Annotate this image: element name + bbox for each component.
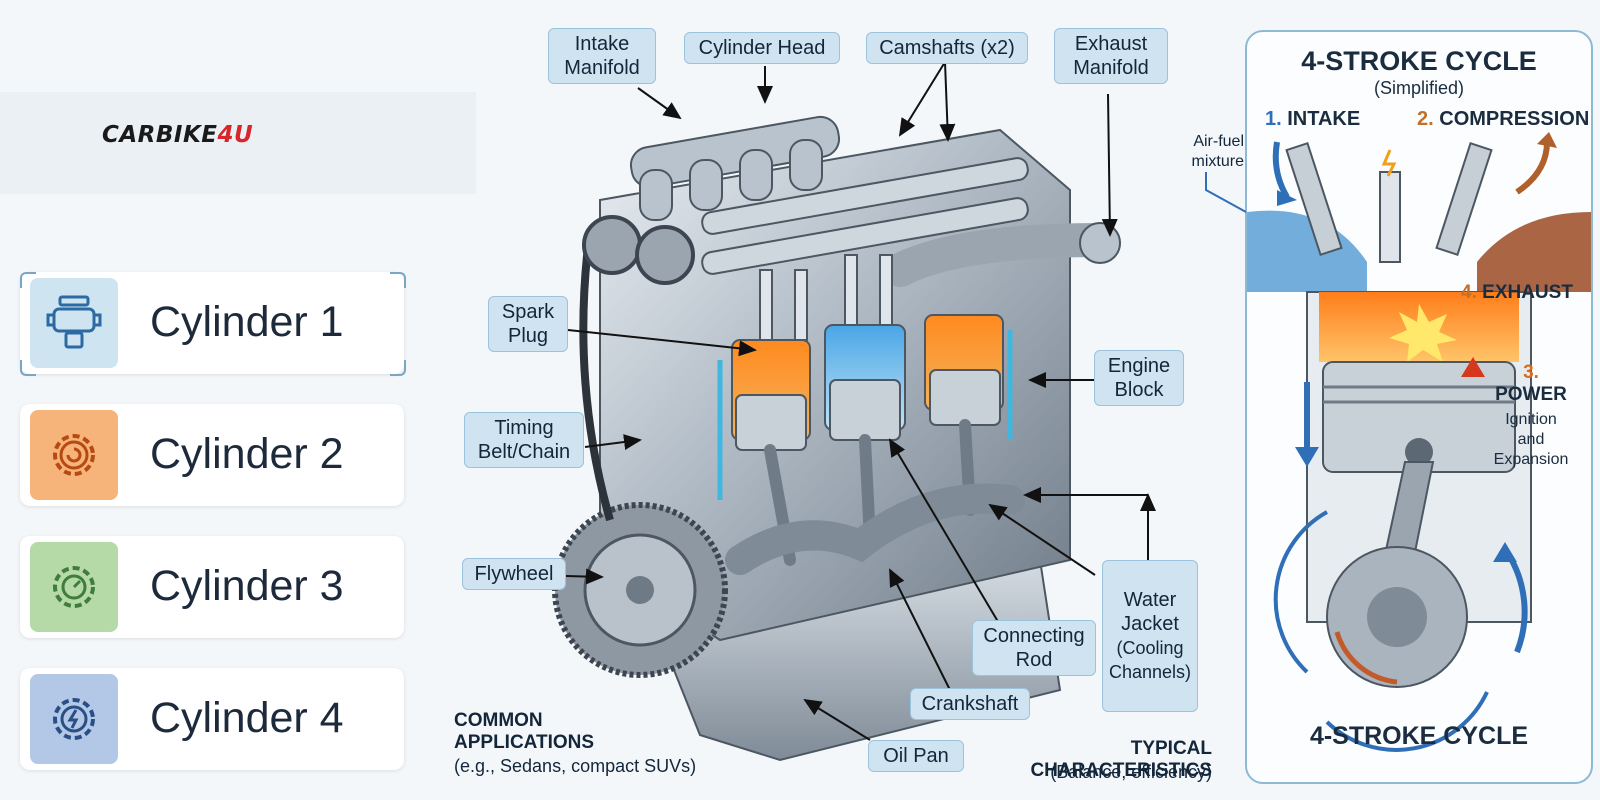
cylinder-card-1[interactable]: Cylinder 1 (20, 272, 404, 374)
logo-accent-text: 4U (217, 122, 254, 148)
timing-belt-shape (579, 229, 614, 522)
cylinder-card-3[interactable]: Cylinder 3 (20, 536, 404, 638)
power-number: 3. (1523, 362, 1539, 383)
air-fuel-label: Air-fuel mixture (1191, 133, 1244, 170)
exhaust-manifold-tag: Exhaust Manifold (1054, 28, 1168, 84)
intake-text: INTAKE (1287, 108, 1361, 130)
crankshaft-shape (725, 483, 1025, 575)
cylinder-card-4[interactable]: Cylinder 4 (20, 668, 404, 770)
card-corner (390, 272, 406, 288)
compression-text: COMPRESSION (1439, 108, 1590, 130)
water-jacket-subtitle: (Cooling Channels) (1109, 638, 1192, 682)
card-corner (20, 272, 36, 288)
intake-manifold-shape (629, 115, 841, 221)
flywheel-tag: Flywheel (462, 558, 566, 590)
camshafts-tag: Camshafts (x2) (866, 32, 1028, 64)
cylinder-4-icon-tile (30, 674, 118, 764)
applications-subtitle: (e.g., Sedans, compact SUVs) (454, 756, 697, 776)
stroke-panel-title: 4-STROKE CYCLE (1301, 46, 1537, 76)
power-stroke-sub: Ignition and Expansion (1493, 411, 1569, 468)
camshafts-shape (701, 157, 1029, 275)
stroke-panel-footer: 4-STROKE CYCLE (1309, 722, 1529, 750)
brand-logo[interactable]: CARBIKE4U (102, 122, 253, 148)
card-corner (390, 360, 406, 376)
characteristics-title: TYPICAL CHARACTERISTICS (1030, 738, 1212, 781)
cylinder-3-icon-tile (30, 542, 118, 632)
cylinder-1-label: Cylinder 1 (150, 298, 344, 346)
gear-icon (53, 566, 95, 608)
cylinder-head-tag: Cylinder Head (684, 32, 840, 64)
air-fuel-leader-line (1205, 172, 1247, 213)
compression-stroke-label: 2. COMPRESSION (1417, 108, 1589, 131)
spark-plug-tag: Spark Plug (488, 296, 568, 352)
intake-number: 1. (1265, 108, 1282, 130)
logo-main-text: CARBIKE (102, 122, 218, 148)
applications-title: COMMON APPLICATIONS (454, 710, 595, 753)
water-jacket-title: Water Jacket (1121, 589, 1179, 635)
connecting-rod-tag: Connecting Rod (972, 620, 1096, 676)
exhaust-stroke-label: 4. EXHAUST (1461, 282, 1573, 304)
cylinder-1-icon-tile (30, 278, 118, 368)
engine-icon (46, 295, 102, 349)
cylinder-3-label: Cylinder 3 (150, 562, 344, 610)
exhaust-number: 4. (1461, 282, 1477, 303)
cylinder-card-2[interactable]: Cylinder 2 (20, 404, 404, 506)
card-corner (20, 360, 36, 376)
oil-pan-tag: Oil Pan (868, 740, 964, 772)
engine-block-tag: Engine Block (1094, 350, 1184, 406)
gear-icon (53, 434, 95, 476)
cylinder-4-label: Cylinder 4 (150, 694, 344, 742)
power-text: POWER (1495, 384, 1567, 405)
cylinder-2-icon-tile (30, 410, 118, 500)
four-stroke-panel: 4-STROKE CYCLE (Simplified) 1. INTAKE 2.… (1245, 30, 1593, 784)
four-stroke-illustration (1247, 132, 1591, 752)
characteristics-subtitle: (Balance, efficiency) (1050, 762, 1212, 782)
intake-manifold-tag: Intake Manifold (548, 28, 656, 84)
gear-icon (53, 698, 95, 740)
crankshaft-tag: Crankshaft (910, 688, 1030, 720)
timing-belt-tag: Timing Belt/Chain (464, 412, 584, 468)
cylinder-2-label: Cylinder 2 (150, 430, 344, 478)
power-stroke-label: 3.POWER (1491, 362, 1571, 406)
exhaust-text: EXHAUST (1482, 282, 1573, 303)
stroke-panel-subtitle: (Simplified) (1373, 78, 1465, 98)
logo-band (0, 92, 476, 194)
compression-number: 2. (1417, 108, 1434, 130)
exhaust-manifold-shape (883, 223, 1117, 287)
water-jacket-tag: Water Jacket (Cooling Channels) (1102, 560, 1198, 712)
intake-stroke-label: 1. INTAKE (1265, 108, 1360, 131)
